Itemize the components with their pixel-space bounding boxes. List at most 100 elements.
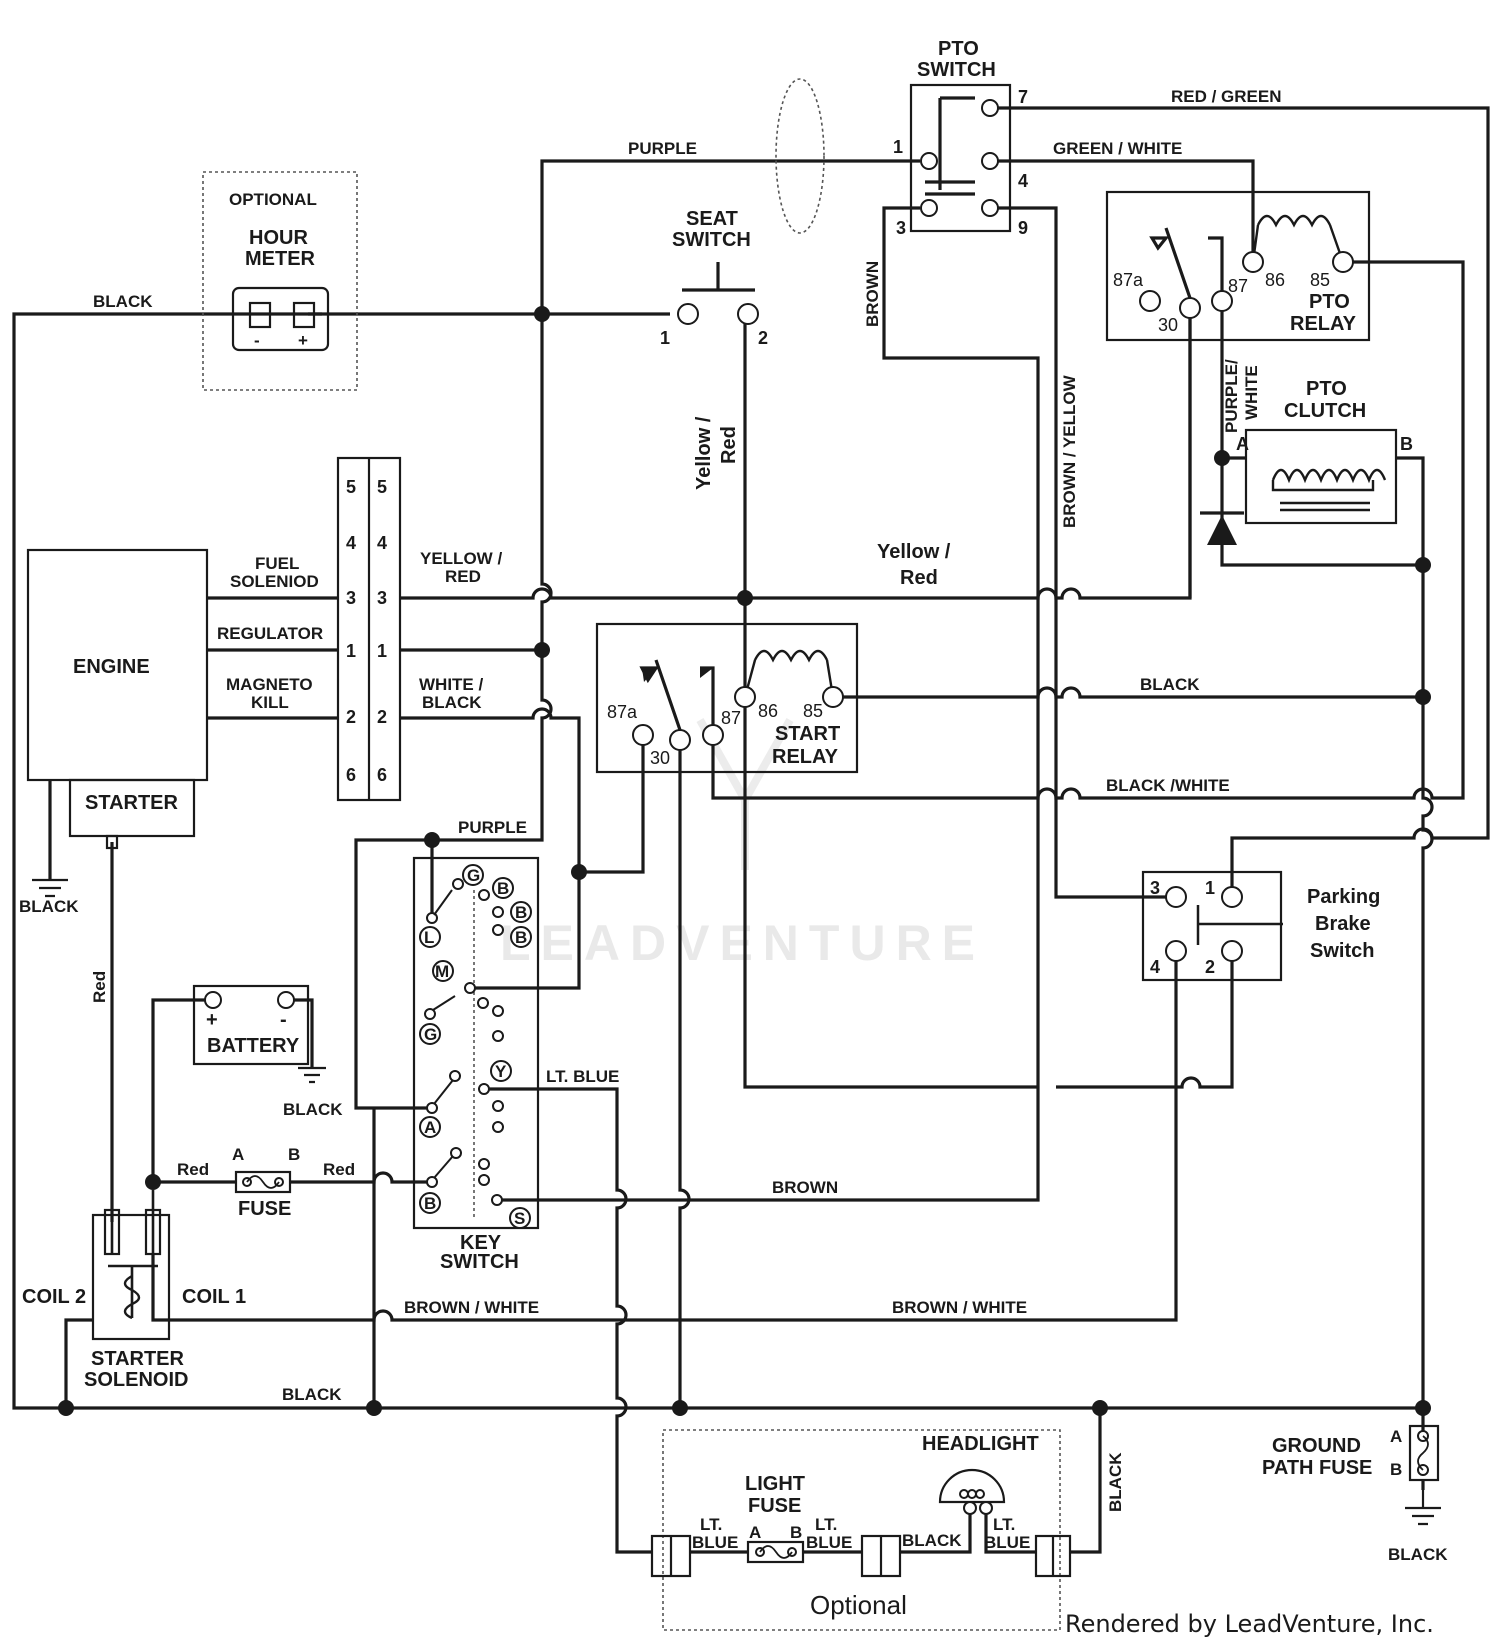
wire-key-m: [470, 872, 581, 990]
fuse-label: FUSE: [238, 1198, 291, 1220]
footer-credit: Rendered by LeadVenture, Inc.: [1065, 1610, 1434, 1638]
starter-label: STARTER: [85, 792, 179, 814]
magneto-label-2: KILL: [251, 693, 289, 712]
gp-fuse-b: B: [1390, 1460, 1402, 1479]
conn-l-5: 5: [346, 477, 356, 497]
conn-r-6: 6: [377, 765, 387, 785]
pto-pin-9: 9: [1018, 218, 1028, 238]
wire-green-white: [990, 159, 1255, 262]
key-y: Y: [495, 1062, 507, 1081]
key-s: S: [514, 1209, 525, 1228]
key-a: A: [424, 1118, 436, 1137]
label-white-black-2: BLACK: [422, 693, 482, 712]
wire-yellow-red-main: [400, 308, 1192, 600]
dashed-ellipse: [775, 78, 825, 234]
conn-r-1: 1: [377, 641, 387, 661]
seat-pin-1: 1: [660, 328, 670, 348]
light-fuse-a: A: [749, 1523, 761, 1542]
battery-label: BATTERY: [207, 1035, 300, 1057]
start-relay-87a: 87a: [607, 702, 638, 722]
pto-switch-title-2: SWITCH: [917, 59, 996, 81]
lt-blue-2a: LT.: [815, 1515, 837, 1534]
key-m: M: [435, 962, 449, 981]
wire-diode: [1220, 456, 1425, 567]
wire-coil2: [64, 1318, 93, 1408]
wire-black-white: [711, 260, 1465, 800]
hour-meter-neg: -: [254, 331, 260, 350]
label-black-85: BLACK: [1140, 675, 1200, 694]
seat-pin-2: 2: [758, 328, 768, 348]
fuse-b: B: [288, 1145, 300, 1164]
pto-pin-4: 4: [1018, 171, 1028, 191]
ground-icon-fuse: [1405, 1490, 1441, 1526]
label-black-ground: BLACK: [19, 897, 79, 916]
label-brown-yellow: BROWN / YELLOW: [1060, 374, 1079, 528]
pto-switch: PTO SWITCH 7 1 4 3 9: [893, 38, 1028, 238]
pto-switch-title-1: PTO: [938, 38, 979, 60]
coil1-label: COIL 1: [182, 1286, 246, 1308]
wire-right-ground: [1421, 565, 1434, 1438]
coil2-label: COIL 2: [22, 1286, 86, 1308]
solenoid-title-1: STARTER: [91, 1348, 185, 1370]
junctions: [58, 306, 1431, 1416]
pto-clutch-title-2: CLUTCH: [1284, 400, 1366, 422]
label-yellow-red-conn1: YELLOW /: [420, 549, 502, 568]
starter-solenoid: COIL 2 COIL 1 STARTER SOLENOID: [22, 1190, 246, 1391]
conn-l-6: 6: [346, 765, 356, 785]
headlight-label: HEADLIGHT: [922, 1433, 1039, 1455]
label-purple-white-2: WHITE: [1242, 365, 1261, 420]
label-yellow-red-h1: Yellow /: [877, 541, 951, 563]
ground-icon-engine: [32, 878, 68, 898]
lt-blue-1a: LT.: [700, 1515, 722, 1534]
key-g-top: G: [467, 866, 480, 885]
wire-black-85: [833, 686, 1423, 699]
label-white-black-1: WHITE /: [419, 675, 483, 694]
pto-relay: 87a 30 87 86 85 PTO RELAY: [1105, 190, 1371, 342]
regulator-label: REGULATOR: [217, 624, 323, 643]
pto-clutch-a: A: [1236, 434, 1249, 454]
wire-brown: [497, 206, 1040, 1202]
solenoid-title-2: SOLENOID: [84, 1369, 188, 1391]
headlight-icon: [938, 1468, 1006, 1504]
start-relay-title-2: RELAY: [772, 746, 839, 768]
label-black-white: BLACK /WHITE: [1106, 776, 1230, 795]
hour-meter-pos: +: [298, 331, 308, 350]
lt-blue-3b: BLUE: [984, 1533, 1030, 1552]
label-red-1: Red: [177, 1160, 209, 1179]
label-red-green: RED / GREEN: [1171, 87, 1282, 106]
wire-white-black: [400, 707, 581, 872]
label-purple-white-1: PURPLE/: [1222, 359, 1241, 433]
watermark: LEADVENTURE: [500, 718, 975, 971]
seat-switch-title-2: SWITCH: [672, 229, 751, 251]
battery-pos: +: [206, 1009, 218, 1031]
key-b3: B: [515, 928, 527, 947]
key-switch: G L B B B M G Y A B S KEY SWITCH: [412, 856, 540, 1273]
label-black-headlight: BLACK: [1106, 1452, 1125, 1512]
light-fuse-title-2: FUSE: [748, 1495, 801, 1517]
conn-l-4: 4: [346, 533, 356, 553]
wire-start-87a: [579, 735, 645, 874]
wire-battery-pos: [151, 998, 213, 1182]
optional-lighting: HEADLIGHT LIGHT FUSE A B LT. BLUE LT. BL…: [650, 1429, 1072, 1631]
fuse-a: A: [232, 1145, 244, 1164]
lt-blue-3a: LT.: [993, 1515, 1015, 1534]
optional-label: OPTIONAL: [229, 190, 317, 209]
wire-purple-top: [540, 159, 920, 314]
label-black-battery: BLACK: [283, 1100, 343, 1119]
key-b: B: [424, 1194, 436, 1213]
pto-relay-86: 86: [1265, 270, 1285, 290]
label-yellow-red-conn2: RED: [445, 567, 481, 586]
pb-pin-1: 1: [1205, 878, 1215, 898]
wire-pb-2: [1056, 951, 1234, 1089]
label-brown-white-1: BROWN / WHITE: [404, 1298, 539, 1317]
label-lt-blue: LT. BLUE: [546, 1067, 619, 1086]
key-switch-title-2: SWITCH: [440, 1251, 519, 1273]
label-red-2: Red: [323, 1160, 355, 1179]
optional-bottom-label: Optional: [810, 1590, 907, 1620]
pto-relay-30: 30: [1158, 315, 1178, 335]
pto-clutch-title-1: PTO: [1306, 378, 1347, 400]
pto-pin-7: 7: [1018, 87, 1028, 107]
ground-symbols: [32, 878, 1441, 1526]
